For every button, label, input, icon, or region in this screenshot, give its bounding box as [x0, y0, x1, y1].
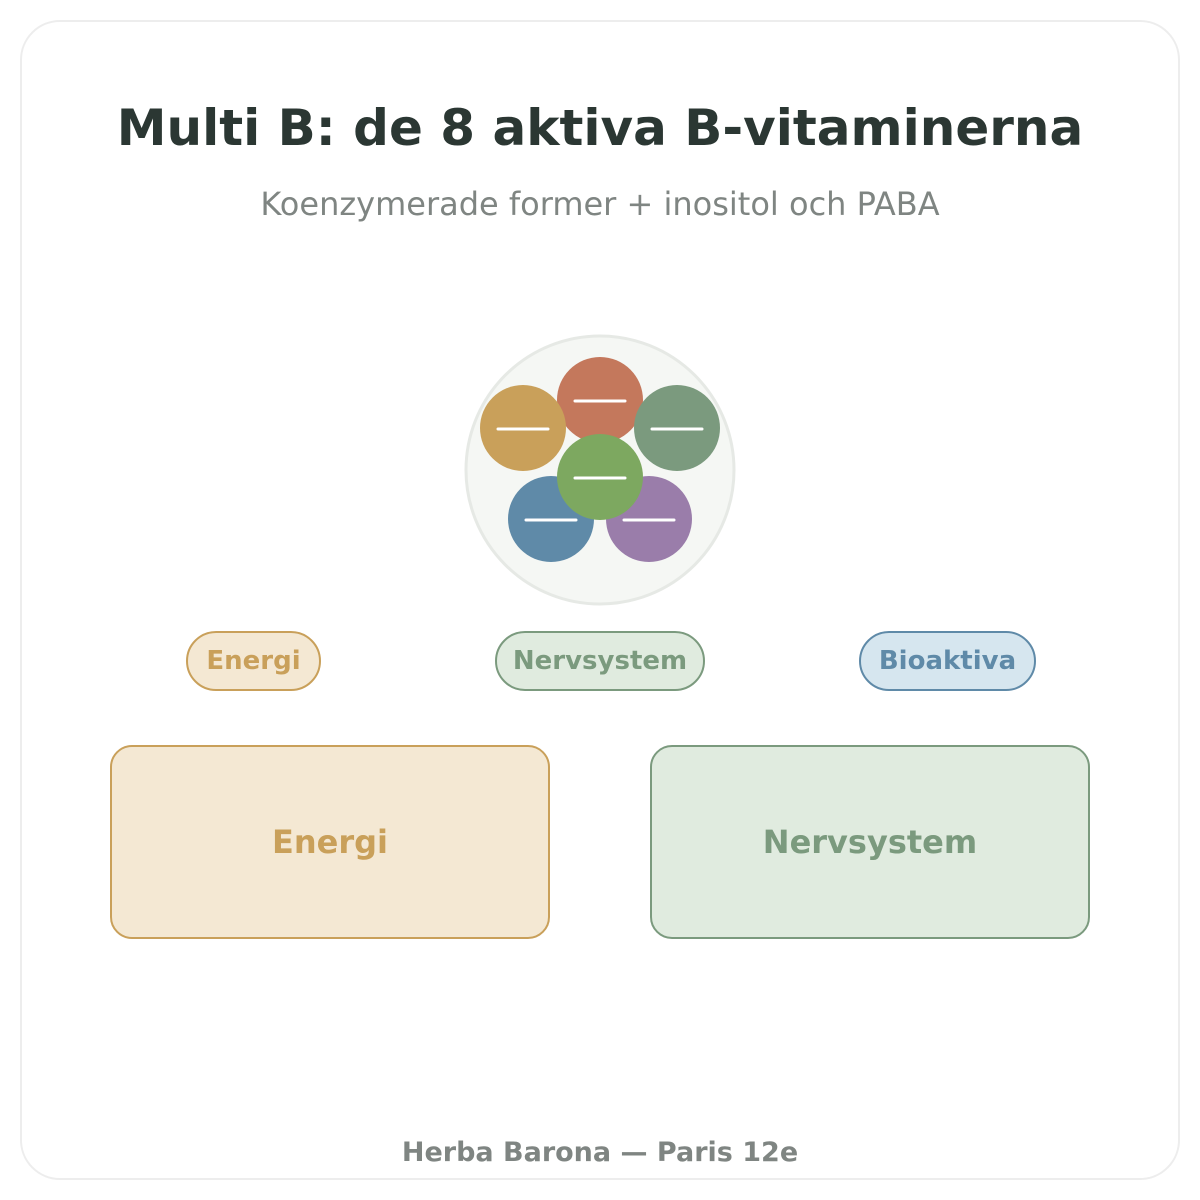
- page-subtitle: Koenzymerade former + inositol och PABA: [260, 185, 940, 223]
- page-title: Multi B: de 8 aktiva B-vitaminerna: [116, 99, 1084, 157]
- vitamin-circle-right: [634, 385, 720, 471]
- pill-nervsystem: Nervsystem: [495, 631, 705, 691]
- box-nervsystem: Nervsystem: [650, 745, 1090, 939]
- pill-bioaktiva: Bioaktiva: [859, 631, 1036, 691]
- box-energi: Energi: [110, 745, 550, 939]
- footer-text: Herba Barona — Paris 12e: [401, 1137, 799, 1168]
- pill-energi: Energi: [186, 631, 321, 691]
- box-nervsystem-label: Nervsystem: [762, 823, 978, 861]
- vitamin-circle-center: [557, 434, 643, 520]
- vitamin-circle-top: [557, 357, 643, 443]
- vitamin-circle-left: [480, 385, 566, 471]
- box-energi-label: Energi: [272, 823, 388, 861]
